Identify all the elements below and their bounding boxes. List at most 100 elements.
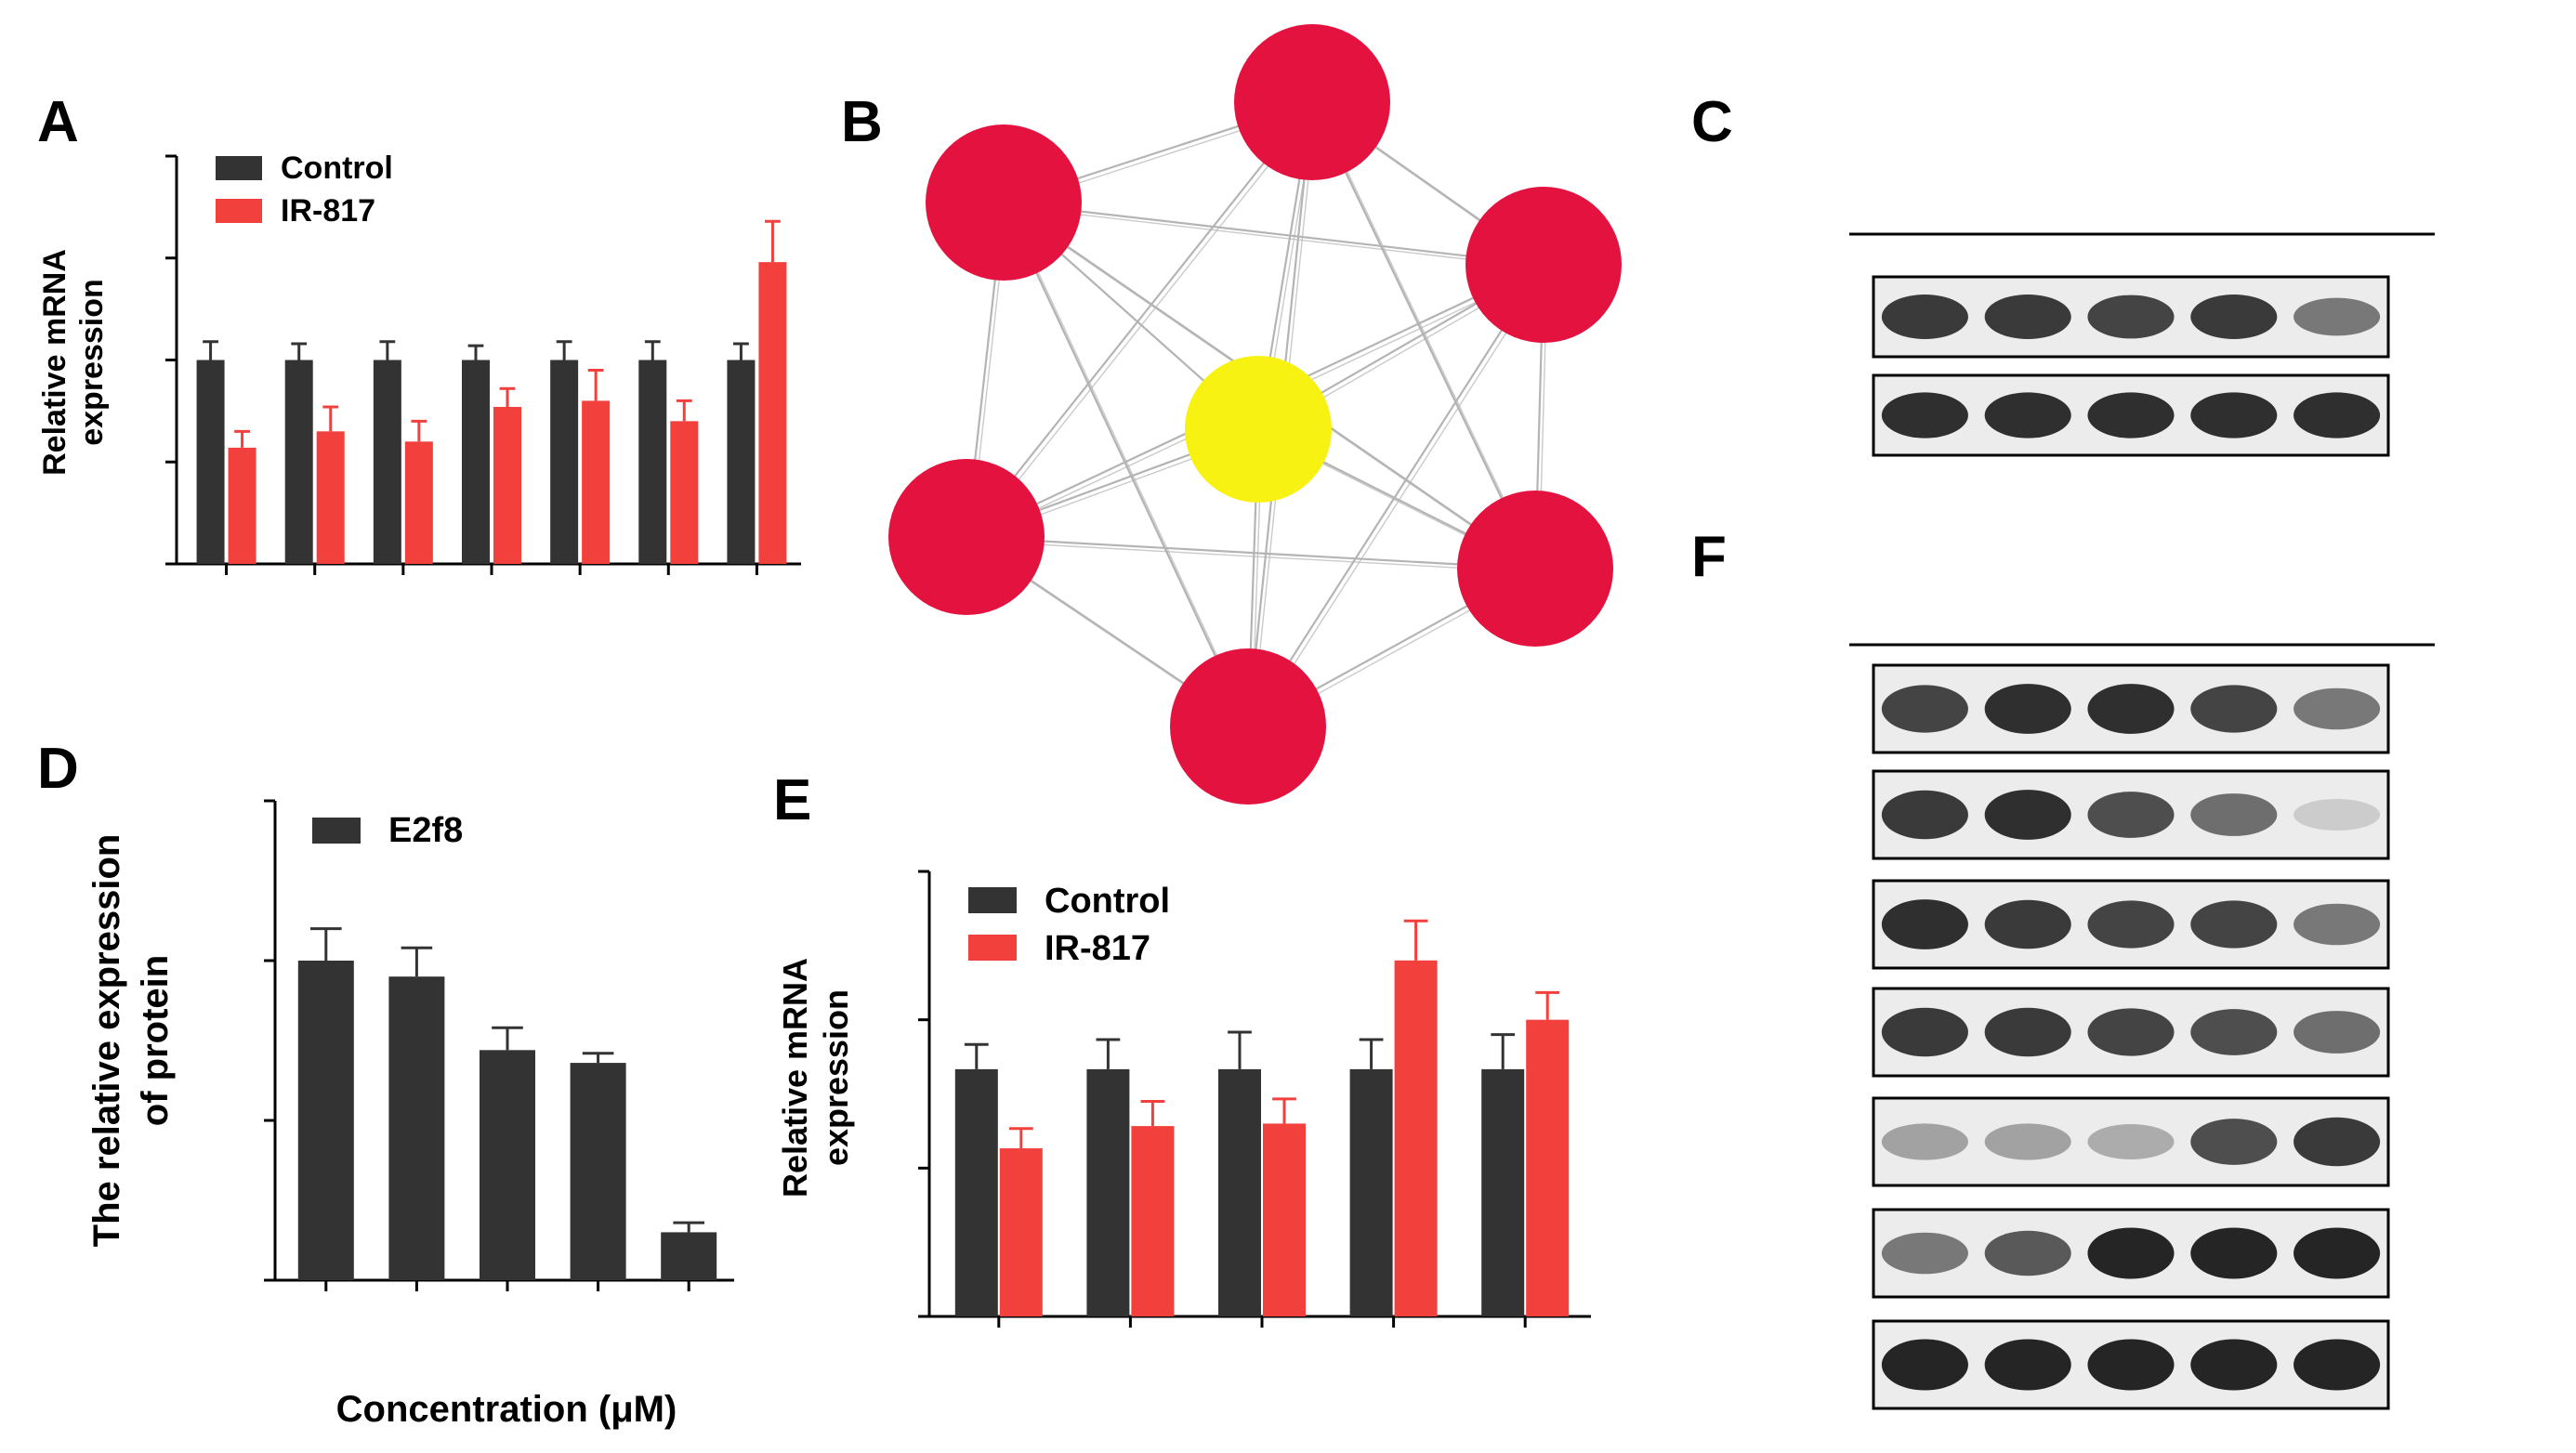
panel-d-chart [264, 799, 734, 1291]
blot-band [1881, 899, 1968, 949]
panel-e-legend: Control IR-817 [968, 882, 1170, 968]
bar-control [1086, 1068, 1130, 1316]
blot-band [1984, 1007, 2071, 1057]
network-edge [1315, 105, 1540, 573]
network-node-cdk1 [926, 124, 1082, 281]
panel-d-legend: E2f8 [312, 811, 463, 850]
interaction-network [888, 24, 1622, 805]
bar-ir-817 [999, 1148, 1043, 1316]
blot-band [2190, 295, 2278, 339]
bar-control [1349, 1068, 1393, 1316]
bar-ir-817 [758, 262, 787, 564]
panel-e-ylabel-line1: Relative mRNA [776, 958, 814, 1198]
bar-ir-817 [228, 447, 256, 564]
blot-band [2087, 1124, 2175, 1159]
network-edge [1006, 205, 1253, 731]
network-edge [1251, 268, 1548, 731]
network-edge [969, 540, 1540, 573]
panel-e-ylabel-line2: expression [817, 989, 855, 1166]
panel-c: C [1691, 90, 2435, 457]
legend-label-control: Control [281, 151, 393, 186]
blot-band [2190, 793, 2278, 836]
bar-ir-817 [1394, 960, 1438, 1316]
network-edge [966, 101, 1313, 538]
panel-a-chart [165, 154, 801, 575]
blot-band [1881, 1007, 1968, 1057]
panel-b: B [841, 24, 1622, 805]
bar-control [1218, 1068, 1261, 1316]
bar-control [462, 360, 490, 564]
blot-band [2293, 297, 2381, 336]
panel-f: F [1691, 525, 2435, 1410]
blot-band [2190, 685, 2278, 733]
blot-band [1984, 295, 2071, 339]
network-edge [1003, 202, 1249, 727]
network-node-ccna2 [888, 459, 1045, 615]
network-node-rrm2 [1457, 491, 1613, 647]
blot-band [2087, 684, 2175, 734]
blot-band [1881, 685, 1968, 733]
blot-band [2293, 687, 2381, 730]
network-edge [966, 535, 1536, 570]
blot-band [2087, 1227, 2175, 1279]
blot-band [2087, 392, 2175, 439]
bar-ir-817 [493, 406, 521, 564]
blot-band [2293, 1227, 2381, 1279]
panel-a-legend: Control IR-817 [216, 151, 393, 229]
blot-band [2087, 1339, 2175, 1391]
network-edge [1311, 101, 1536, 569]
blot-band [1881, 295, 1968, 339]
blot-band [1984, 684, 2071, 734]
panel-d-ylabel-line1: The relative expression [86, 834, 127, 1248]
blot-band [2190, 392, 2278, 439]
panel-b-letter: B [841, 90, 883, 154]
network-node-e2f8 [1185, 356, 1332, 503]
panel-e: E Relative mRNA expression Control IR-81… [773, 768, 1591, 1328]
blot-band [2293, 1011, 2381, 1054]
legend-label-ir817: IR-817 [281, 193, 375, 229]
network-edge [969, 105, 1317, 542]
panel-c-letter: C [1691, 90, 1733, 154]
bar-control [954, 1068, 998, 1316]
panel-a: A Relative mRNA expression Control IR-81… [37, 90, 801, 575]
panel-a-letter: A [37, 90, 79, 154]
panel-f-western-blot [1849, 643, 2435, 1410]
blot-band [2293, 1117, 2381, 1167]
blot-band [2293, 903, 2381, 946]
panel-d-xlabel: Concentration (μM) [336, 1389, 677, 1430]
panel-a-ylabel-line2: expression [74, 279, 110, 446]
legend-label-ir817-e: IR-817 [1045, 929, 1150, 968]
bar-control [284, 360, 313, 564]
network-edge [1247, 264, 1544, 727]
blot-band [2190, 1009, 2278, 1055]
legend-swatch-ir817-e [968, 935, 1017, 961]
bar-e2f8 [570, 1063, 626, 1280]
panel-e-letter: E [773, 768, 811, 832]
bar-e2f8 [297, 961, 354, 1280]
legend-swatch-control-e [968, 887, 1017, 913]
bar-control [373, 360, 401, 564]
bar-control [638, 360, 667, 564]
blot-band [1984, 790, 2071, 840]
bar-ir-817 [404, 441, 433, 564]
panel-a-ylabel-line1: Relative mRNA [37, 249, 72, 476]
bar-control [550, 360, 579, 564]
legend-swatch-e2f8 [312, 818, 361, 844]
panel-e-chart [918, 870, 1591, 1328]
blot-band [2293, 1339, 2381, 1391]
blot-band [1984, 1123, 2071, 1160]
bar-e2f8 [388, 976, 445, 1280]
legend-swatch-control [216, 156, 262, 180]
network-edge [1003, 201, 1544, 267]
blot-band [1881, 392, 1968, 439]
blot-band [2293, 798, 2381, 831]
bar-ir-817 [582, 400, 611, 564]
panel-d-ylabel-line2: of protein [135, 955, 176, 1126]
network-node-ccne1 [1170, 648, 1326, 805]
blot-band [1984, 392, 2071, 439]
blot-band [1881, 1339, 1968, 1391]
blot-band [2190, 1119, 2278, 1165]
network-node-cdc45 [1465, 187, 1622, 343]
legend-swatch-ir817 [216, 199, 262, 223]
